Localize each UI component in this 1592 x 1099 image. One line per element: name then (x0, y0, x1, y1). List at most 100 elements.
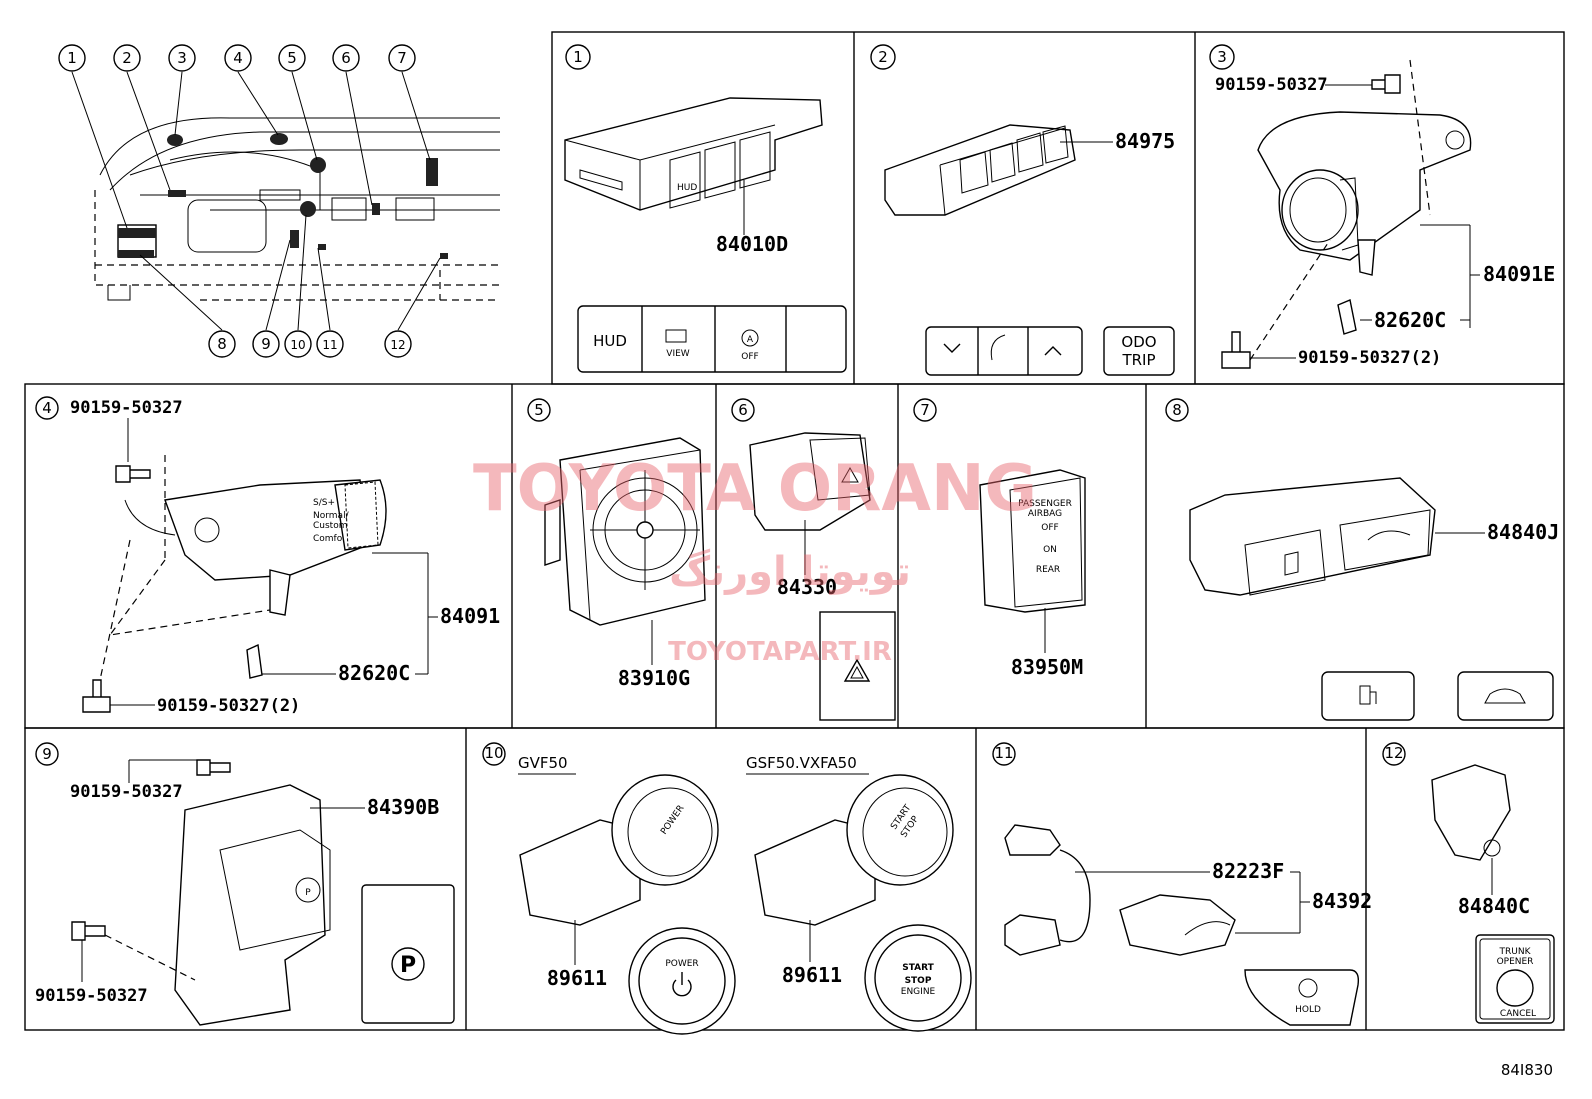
panel-2-num: 2 (878, 48, 888, 66)
p10-power-label: POWER (665, 959, 698, 969)
p8-part-number: 84840J (1487, 520, 1559, 544)
p6-part-number: 84330 (777, 575, 837, 599)
hazard-icon (843, 658, 871, 682)
callout-5: 5 (287, 49, 297, 67)
power-icon (672, 979, 692, 997)
callout-2: 2 (122, 49, 132, 67)
p12-part-number: 84840C (1458, 894, 1530, 918)
panel-9-num: 9 (42, 745, 52, 763)
callout-7: 7 (397, 49, 407, 67)
trunk-icon (1484, 688, 1526, 704)
p1-hud-small: HUD (677, 183, 697, 193)
p10-variant-b: GSF50.VXFA50 (746, 754, 857, 772)
fuel-pump-icon (1359, 685, 1371, 705)
auto-icon (741, 329, 759, 347)
p4-part-number: 84091 (440, 604, 500, 628)
panel-12-num: 12 (1384, 744, 1403, 762)
panel-5-num: 5 (534, 401, 544, 419)
p12-cancel: CANCEL (1500, 1009, 1536, 1019)
callout-9: 9 (261, 335, 271, 353)
p7-label-4: ON (1043, 545, 1057, 555)
p4-stalk-2: Normal/ (313, 511, 350, 521)
p3-bolt-bottom: 90159-50327(2) (1298, 348, 1441, 368)
p9-p-label: P (400, 953, 416, 978)
p4-bolt-top: 90159-50327 (70, 398, 183, 418)
p9-small-p: P (305, 888, 311, 898)
p10-engine-label: ENGINE (901, 987, 936, 997)
p2-odo-label: ODO (1121, 333, 1156, 351)
p1-part-number: 84010D (716, 232, 788, 256)
panel-12: 12 84840C TRUNK OPENER CANCEL (1382, 742, 1555, 1024)
p4-stalk-4: Comfo (313, 534, 343, 544)
panel-11: 11 82223F 84392 HOLD (992, 742, 1372, 1026)
p9-bolt-bottom: 90159-50327 (35, 986, 148, 1006)
panel-3-num: 3 (1217, 48, 1227, 66)
hold-button (1244, 969, 1360, 1026)
panel-6-num: 6 (738, 401, 748, 419)
p2-button-strip: ODO TRIP (925, 326, 1175, 376)
callout-10: 10 (290, 338, 305, 352)
panel-1: 1 HUD 84010D HUD VIEW A OFF (564, 44, 847, 373)
dashboard-overview (71, 71, 500, 331)
p5-part-number: 83910G (618, 666, 690, 690)
trunk-button (1457, 671, 1554, 721)
p7-label-3: OFF (1041, 523, 1058, 533)
p12-trunk: TRUNK (1499, 947, 1532, 957)
p2-trip-label: TRIP (1121, 351, 1155, 369)
p7-part-number: 83950M (1011, 655, 1083, 679)
p4-stalk-3: Custom (313, 521, 347, 531)
watermark-line2: تویوتا اورنگ (669, 548, 911, 595)
p1-button-strip: HUD VIEW A OFF (577, 305, 847, 373)
p1-off-label: OFF (741, 352, 758, 362)
panel-7: 7 PASSENGER AIRBAG OFF ON REAR 83950M (913, 398, 1086, 679)
panel-8: 8 84840J (1165, 398, 1559, 721)
hazard-icon (841, 466, 859, 483)
p10-part-a: 89611 (547, 966, 607, 990)
p9-bolt-top: 90159-50327 (70, 782, 183, 802)
chevron-up-icon (1044, 346, 1062, 356)
p3-part-number: 84091E (1483, 262, 1555, 286)
overview-callout-circles (58, 44, 416, 358)
p2-part-number: 84975 (1115, 129, 1175, 153)
callout-1: 1 (67, 49, 77, 67)
panel-11-num: 11 (994, 744, 1013, 762)
p10-part-b: 89611 (782, 963, 842, 987)
bolt-icon (71, 921, 106, 941)
fuel-door-icon (1284, 551, 1299, 576)
start-stop-button (864, 924, 972, 1032)
watermark-line3: TOYOTAPART.IR (668, 637, 892, 667)
p7-label-2: AIRBAG (1028, 509, 1062, 519)
bolt-icon (82, 679, 111, 713)
panel-6: 6 84330 (731, 398, 896, 721)
p12-opener: OPENER (1497, 957, 1534, 967)
watermark-line1: TOYOTA ORANG (473, 452, 1037, 526)
panel-4: 4 90159-50327 S/S+ Normal/ Custom Comfo … (35, 396, 500, 716)
parking-brake-button (361, 884, 455, 1024)
panel-8-num: 8 (1172, 401, 1182, 419)
panel-10-num: 10 (484, 744, 503, 762)
panel-grid (24, 31, 1565, 1031)
panel-9: 9 90159-50327 P 84390B 90159-50327 P (35, 742, 455, 1026)
panel-10: 10 GVF50 GSF50.VXFA50 POWER 89611 POWER … (482, 742, 972, 1035)
callout-4: 4 (233, 49, 243, 67)
p3-bolt-top: 90159-50327 (1215, 75, 1328, 95)
brightness-icon (990, 334, 1006, 361)
p10-stop-label: STOP (905, 976, 932, 986)
p7-label-5: REAR (1036, 565, 1060, 575)
p11-part-b: 84392 (1312, 889, 1372, 913)
p1-a-label: A (747, 335, 754, 345)
chevron-down-icon (943, 343, 961, 353)
p1-view-label: VIEW (666, 349, 689, 359)
bolt-icon (115, 465, 151, 483)
panel-2: 2 84975 ODO TRIP (870, 44, 1175, 376)
diagram-id: 84I830 (1501, 1061, 1553, 1079)
bolt-icon (1371, 74, 1401, 94)
p11-part-a: 82223F (1212, 859, 1284, 883)
p3-clip: 82620C (1374, 308, 1446, 332)
p11-hold-label: HOLD (1295, 1005, 1321, 1015)
fuel-door-button (1321, 671, 1415, 721)
panel-3: 3 90159-50327 84091E 82620C 90159-50327(… (1209, 44, 1555, 369)
callout-11: 11 (322, 338, 337, 352)
panel-4-num: 4 (42, 399, 52, 417)
